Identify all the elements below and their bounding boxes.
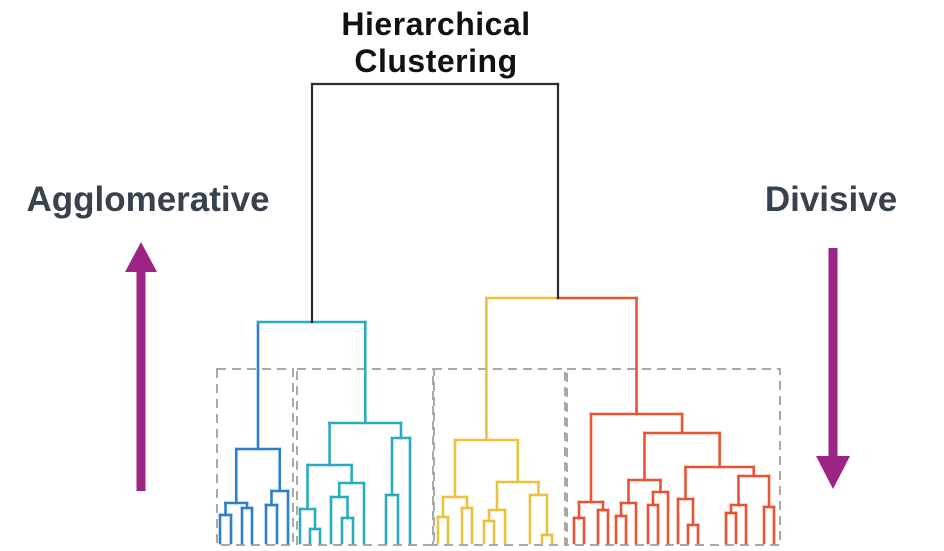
agglomerative-up-arrow-icon: [125, 242, 157, 491]
label-agglomerative: Agglomerative: [26, 180, 270, 219]
divisive-down-arrow-icon: [816, 248, 850, 489]
page-title: Hierarchical Clustering: [341, 6, 531, 79]
dendrogram-links: [218, 82, 776, 545]
cluster-dashed-boxes: [216, 368, 781, 546]
label-divisive: Divisive: [764, 180, 898, 219]
